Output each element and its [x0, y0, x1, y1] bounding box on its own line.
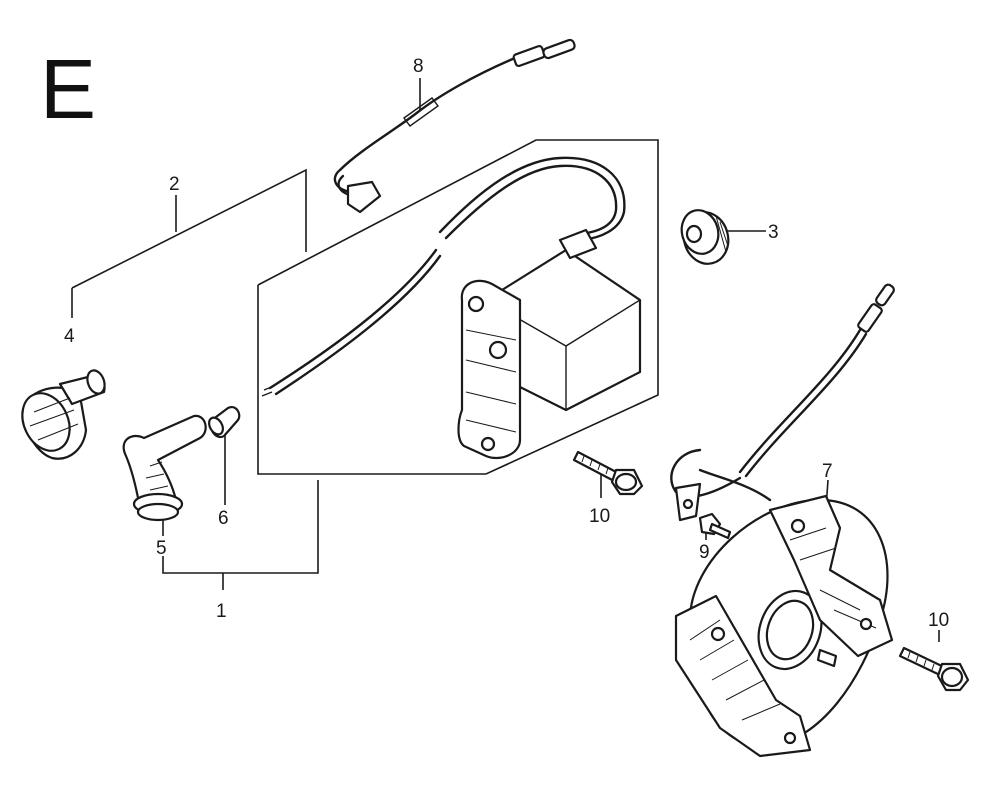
callout-10-right: 10 — [928, 610, 949, 631]
spark-plug-cap-part — [21, 369, 106, 460]
screw-part — [698, 512, 732, 540]
callout-6: 6 — [218, 508, 229, 529]
section-letter: E — [40, 42, 96, 136]
group-bracket-lines — [71, 78, 940, 642]
callout-4: 4 — [64, 326, 75, 347]
ignition-coil-part — [261, 156, 642, 460]
callout-2: 2 — [169, 174, 180, 195]
stator-plate-part — [670, 283, 895, 758]
callout-10-upper: 10 — [589, 506, 610, 527]
callout-5: 5 — [156, 538, 167, 559]
callout-3: 3 — [768, 222, 779, 243]
terminal-part — [208, 406, 241, 439]
bolt-right-part — [898, 646, 970, 692]
callout-9: 9 — [699, 542, 710, 563]
callout-7: 7 — [822, 461, 833, 482]
callout-8: 8 — [413, 56, 424, 77]
rubber-boot-part — [122, 414, 207, 522]
callout-1: 1 — [216, 601, 227, 622]
bolt-upper-part — [572, 450, 644, 496]
grommet-part — [680, 209, 730, 265]
wire-lead-part — [333, 38, 576, 214]
callout-labels: 1 2 3 4 5 6 7 8 9 10 10 — [64, 56, 949, 631]
